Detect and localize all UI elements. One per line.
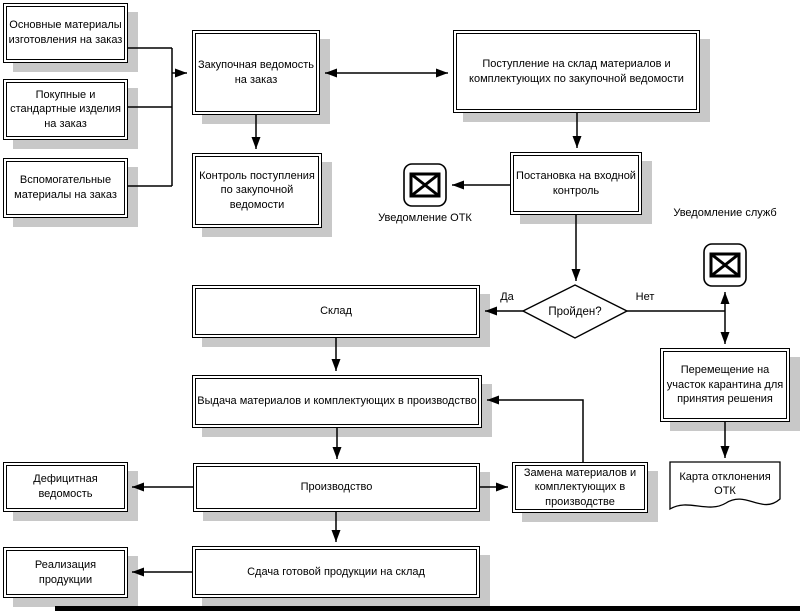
node-label: Покупные и стандартные изделия на заказ	[10, 88, 121, 130]
node-label: Поступление на склад материалов и компле…	[469, 57, 684, 85]
node-materials-issue: Выдача материалов и комплектующих в прои…	[192, 375, 482, 428]
node-label: Реализация продукции	[34, 558, 97, 586]
node-warehouse: Склад	[192, 285, 480, 338]
node-receipt-control: Контроль поступления по закупочной ведом…	[192, 153, 322, 228]
node-auxiliary-materials: Вспомогательные материалы на заказ	[3, 158, 128, 218]
node-quarantine: Перемещение на участок карантина для при…	[660, 348, 790, 422]
bottom-divider	[55, 606, 800, 611]
node-incoming-inspection: Постановка на входной контроль	[510, 152, 642, 215]
node-label: Производство	[300, 481, 373, 494]
envelope-otk-label: Уведомление ОТК	[378, 212, 472, 224]
node-main-materials: Основные материалы изготовления на заказ	[3, 3, 128, 63]
node-purchase-sheet: Закупочная ведомость на заказ	[192, 30, 320, 115]
node-warehouse-receipt: Поступление на склад материалов и компле…	[453, 30, 700, 113]
decision-label: Пройден?	[548, 305, 602, 318]
node-label: Вспомогательные материалы на заказ	[14, 174, 117, 201]
node-label: Перемещение на участок карантина для при…	[666, 364, 784, 406]
node-deficit-sheet: Дефицитная ведомость	[3, 462, 128, 512]
node-purchased-items: Покупные и стандартные изделия на заказ	[3, 79, 128, 140]
decision-diamond	[521, 284, 629, 339]
branch-label-yes: Да	[500, 291, 514, 303]
document-shape	[669, 461, 781, 511]
node-label: Основные материалы изготовления на заказ	[8, 19, 123, 46]
node-production: Производство	[193, 463, 480, 512]
envelope-icon	[702, 242, 748, 288]
connector-lines	[128, 47, 730, 577]
node-label: Постановка на входной контроль	[516, 169, 636, 197]
node-label: Выдача материалов и комплектующих в прои…	[197, 395, 477, 408]
node-label: Замена материалов и комплектующих в прои…	[523, 466, 637, 508]
node-sales: Реализация продукции	[3, 547, 128, 598]
node-replacement: Замена материалов и комплектующих в прои…	[512, 462, 648, 513]
node-label: Сдача готовой продукции на склад	[247, 565, 425, 578]
node-label: Склад	[320, 305, 352, 318]
document-label: Карта отклонения ОТК	[679, 470, 771, 497]
node-label: Дефицитная ведомость	[33, 473, 98, 500]
node-label: Контроль поступления по закупочной ведом…	[199, 169, 315, 211]
node-finished-goods: Сдача готовой продукции на склад	[192, 546, 480, 598]
branch-label-no: Нет	[635, 291, 655, 303]
node-label: Закупочная ведомость на заказ	[197, 58, 315, 86]
envelope-services-label: Уведомление служб	[673, 207, 777, 219]
envelope-icon	[402, 162, 448, 208]
